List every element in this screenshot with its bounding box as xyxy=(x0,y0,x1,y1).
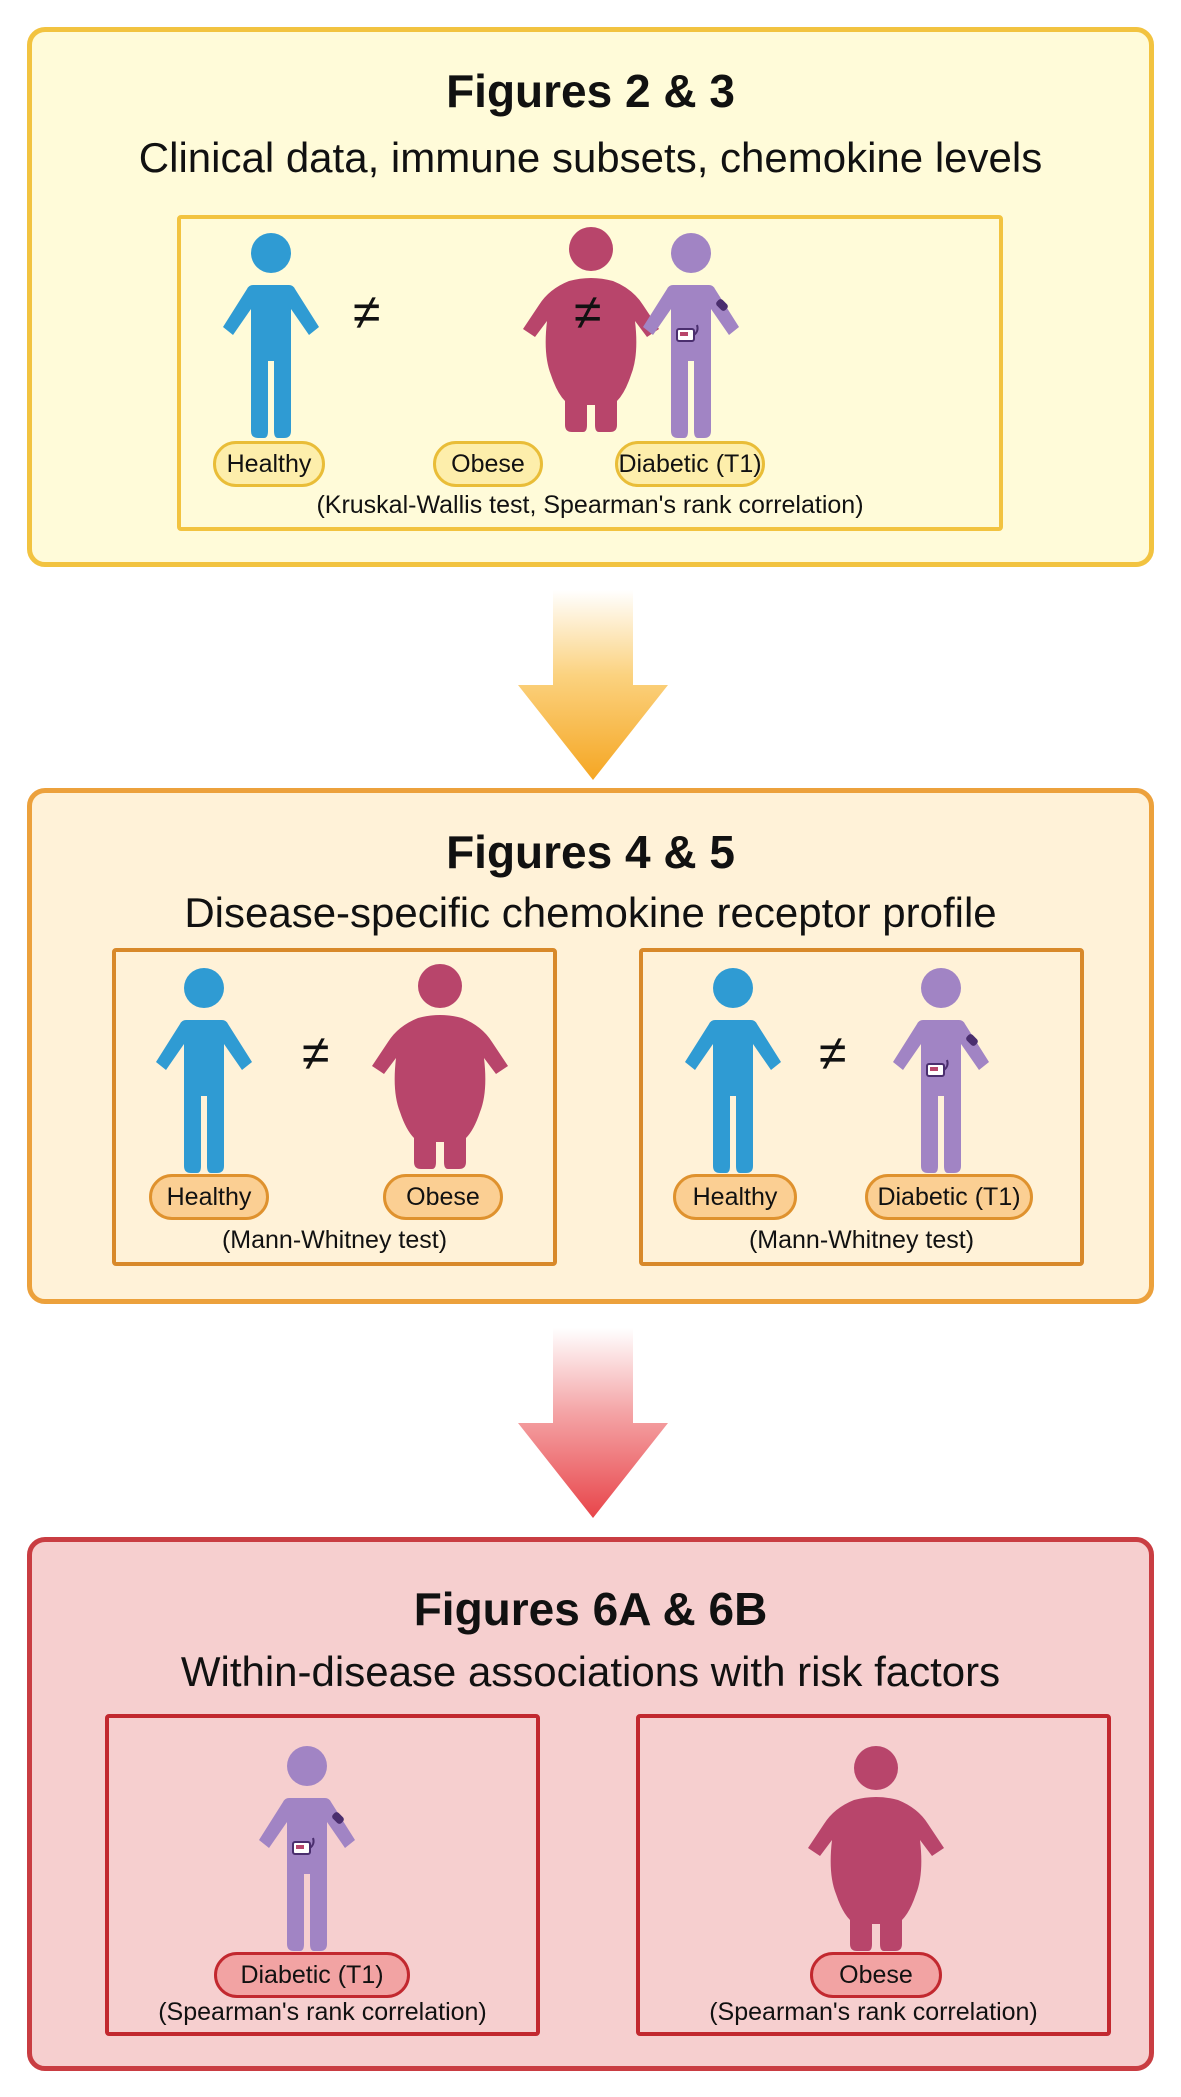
healthy-vs-obese-box: ≠ Healthy Obese (Mann-Whitney test) xyxy=(112,948,557,1266)
panel-figures-6a-6b: Figures 6A & 6B Within-disease associati… xyxy=(27,1537,1154,2071)
group-comparison-box: ≠ ≠ Healthy Obese Diabetic (T1) (Kruskal… xyxy=(177,215,1003,531)
obese-person-icon xyxy=(370,962,510,1172)
label-healthy: Healthy xyxy=(149,1174,269,1220)
diabetic-person-icon xyxy=(257,1744,357,1954)
diabetic-association-box: Diabetic (T1) (Spearman's rank correlati… xyxy=(105,1714,540,2036)
healthy-person-icon xyxy=(683,966,783,1176)
statistical-test-label: (Spearman's rank correlation) xyxy=(158,1998,487,2026)
label-obese: Obese xyxy=(383,1174,503,1220)
healthy-vs-diabetic-box: ≠ Healthy Diabetic (T1) (Mann-Whitney te… xyxy=(639,948,1084,1266)
not-equal-symbol: ≠ xyxy=(302,1025,330,1081)
statistical-test-label: (Spearman's rank correlation) xyxy=(709,1998,1038,2026)
label-healthy: Healthy xyxy=(213,441,325,487)
not-equal-symbol: ≠ xyxy=(353,284,381,340)
healthy-person-icon xyxy=(154,966,254,1176)
label-diabetic: Diabetic (T1) xyxy=(214,1952,410,1998)
panel-title: Figures 6A & 6B xyxy=(413,1583,768,1635)
obese-association-box: Obese (Spearman's rank correlation) xyxy=(636,1714,1111,2036)
statistical-test-label: (Kruskal-Wallis test, Spearman's rank co… xyxy=(316,491,864,519)
diabetic-person-icon xyxy=(641,231,741,441)
label-diabetic: Diabetic (T1) xyxy=(615,441,765,487)
panel-figures-2-3: Figures 2 & 3 Clinical data, immune subs… xyxy=(27,27,1154,567)
panel-subtitle: Clinical data, immune subsets, chemokine… xyxy=(138,134,1043,181)
panel-title: Figures 4 & 5 xyxy=(446,826,735,878)
down-arrow-icon xyxy=(518,1328,668,1518)
not-equal-symbol: ≠ xyxy=(819,1025,847,1081)
healthy-person-icon xyxy=(221,231,321,441)
obese-person-icon xyxy=(806,1744,946,1954)
panel-title: Figures 2 & 3 xyxy=(446,65,735,117)
panel-figures-4-5: Figures 4 & 5 Disease-specific chemokine… xyxy=(27,788,1154,1304)
label-obese: Obese xyxy=(433,441,543,487)
panel-subtitle: Disease-specific chemokine receptor prof… xyxy=(184,889,997,936)
statistical-test-label: (Mann-Whitney test) xyxy=(748,1226,975,1254)
statistical-test-label: (Mann-Whitney test) xyxy=(221,1226,448,1254)
label-healthy: Healthy xyxy=(673,1174,797,1220)
down-arrow-icon xyxy=(518,590,668,780)
not-equal-symbol: ≠ xyxy=(574,284,602,340)
diabetic-person-icon xyxy=(891,966,991,1176)
label-diabetic: Diabetic (T1) xyxy=(865,1174,1033,1220)
panel-subtitle: Within-disease associations with risk fa… xyxy=(180,1648,1001,1695)
label-obese: Obese xyxy=(810,1952,942,1998)
